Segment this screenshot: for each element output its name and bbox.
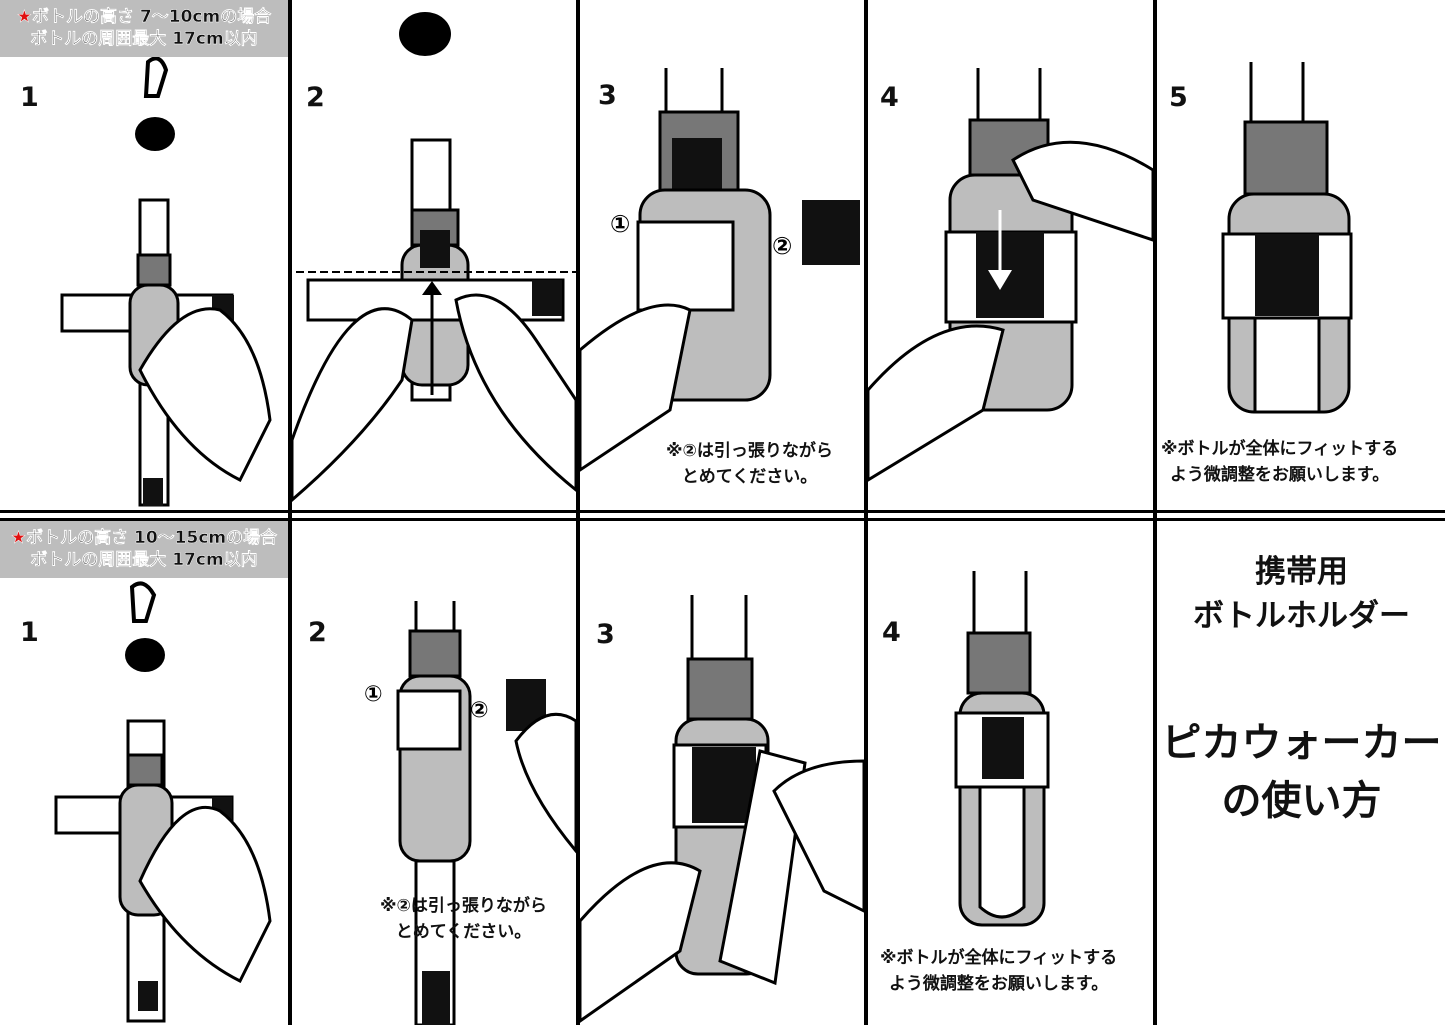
hand <box>514 712 576 854</box>
bottom-step-3-panel: 3 <box>580 521 864 1025</box>
title-line-2: ボトルホルダー <box>1193 598 1410 634</box>
illustration-shape <box>1253 316 1321 414</box>
bottle-cap <box>966 631 1032 695</box>
hand <box>580 861 702 1023</box>
step-number: 1 <box>20 82 39 113</box>
step-number: 4 <box>880 82 899 113</box>
carabiner-icon <box>143 56 169 98</box>
bottom-step-2-panel: 2 ① ② ※②は引っ張りながらとめてください。 <box>292 521 576 1025</box>
marker-1: ① <box>364 682 383 707</box>
bottle-cap <box>1243 120 1329 196</box>
velcro <box>1255 234 1319 316</box>
step-number: 2 <box>308 617 327 648</box>
hand <box>292 307 414 502</box>
bottle-cap <box>126 753 164 787</box>
velcro <box>802 200 860 265</box>
hand <box>1011 140 1153 242</box>
step-number: 4 <box>882 617 901 648</box>
star-icon: ★ <box>16 7 33 27</box>
strap <box>636 220 735 312</box>
step-number: 2 <box>306 82 325 113</box>
hand <box>138 307 272 483</box>
reel-icon <box>125 638 165 672</box>
top-step-1-panel: ★ボトルの高さ 7〜10cmの場合ボトルの周囲最大 17cm以内 1 <box>0 0 288 510</box>
step-illustration <box>1221 62 1353 414</box>
marker-2: ② <box>470 698 489 723</box>
top-header: ★ボトルの高さ 7〜10cmの場合ボトルの周囲最大 17cm以内 <box>0 0 288 57</box>
hand <box>138 805 272 984</box>
pull-note: ※②は引っ張りながらとめてください。 <box>666 441 833 487</box>
strap <box>396 689 462 751</box>
illustration-shape <box>420 230 450 268</box>
divider <box>0 518 1445 521</box>
velcro <box>692 747 756 823</box>
bottom-header: ★ボトルの高さ 10〜15cmの場合ボトルの周囲最大 17cm以内 <box>0 521 288 578</box>
reel-icon <box>135 117 175 151</box>
fit-note: ※ボトルが全体にフィットするよう微調整をお願いします。 <box>880 948 1118 994</box>
step-number: 3 <box>596 619 615 650</box>
title-line-3: ピカウォーカー <box>1161 720 1442 766</box>
bottom-step-4-panel: 4 ※ボトルが全体にフィットするよう微調整をお願いします。 <box>868 521 1153 1025</box>
top-step-3-panel: 3 ① ② ※②は引っ張りながらとめてください。 <box>580 0 864 510</box>
step-illustration <box>868 68 1153 482</box>
velcro <box>982 717 1024 779</box>
step-illustration <box>954 571 1050 927</box>
step-illustration <box>54 581 272 1023</box>
title-line-1: 携帯用 <box>1255 554 1348 590</box>
step-number: 3 <box>598 80 617 111</box>
star-icon: ★ <box>10 528 27 548</box>
title-panel <box>1157 521 1445 1025</box>
step-illustration: ① ② <box>580 68 860 472</box>
divider <box>0 510 1445 513</box>
velcro <box>976 232 1044 318</box>
illustration-shape <box>532 280 562 316</box>
hand <box>454 293 576 492</box>
illustration-shape <box>422 281 442 295</box>
fit-note: ※ボトルが全体にフィットするよう微調整をお願いします。 <box>1161 439 1399 485</box>
bottle-cap <box>136 253 172 287</box>
illustration-shape <box>138 981 158 1011</box>
illustration-shape <box>143 478 163 506</box>
step-number: 1 <box>20 617 39 648</box>
step-illustration <box>292 12 576 502</box>
illustration-shape <box>988 270 1012 290</box>
carabiner-icon <box>129 581 157 623</box>
step-illustration <box>580 595 864 1023</box>
marker-2: ② <box>772 232 792 260</box>
illustration-shape <box>978 785 1026 919</box>
bottle-cap <box>686 657 754 721</box>
hand <box>772 759 864 913</box>
hand <box>580 303 692 472</box>
reel-icon <box>399 12 451 56</box>
hand <box>868 324 1005 482</box>
pull-note: ※②は引っ張りながらとめてください。 <box>380 896 547 942</box>
title-line-4: の使い方 <box>1221 778 1382 824</box>
step-number: 5 <box>1169 82 1188 113</box>
illustration-shape <box>422 971 450 1025</box>
bottom-step-1-panel: ★ボトルの高さ 10〜15cmの場合ボトルの周囲最大 17cm以内 1 <box>0 521 288 1025</box>
top-step-5-panel: 5 ※ボトルが全体にフィットするよう微調整をお願いします。 <box>1157 0 1445 510</box>
top-step-2-panel: 2 <box>292 0 576 510</box>
step-illustration: ① ② <box>364 601 576 1025</box>
step-illustration <box>60 56 272 507</box>
bottle-cap <box>408 629 462 678</box>
top-step-4-panel: 4 <box>868 0 1153 510</box>
marker-1: ① <box>610 210 630 238</box>
